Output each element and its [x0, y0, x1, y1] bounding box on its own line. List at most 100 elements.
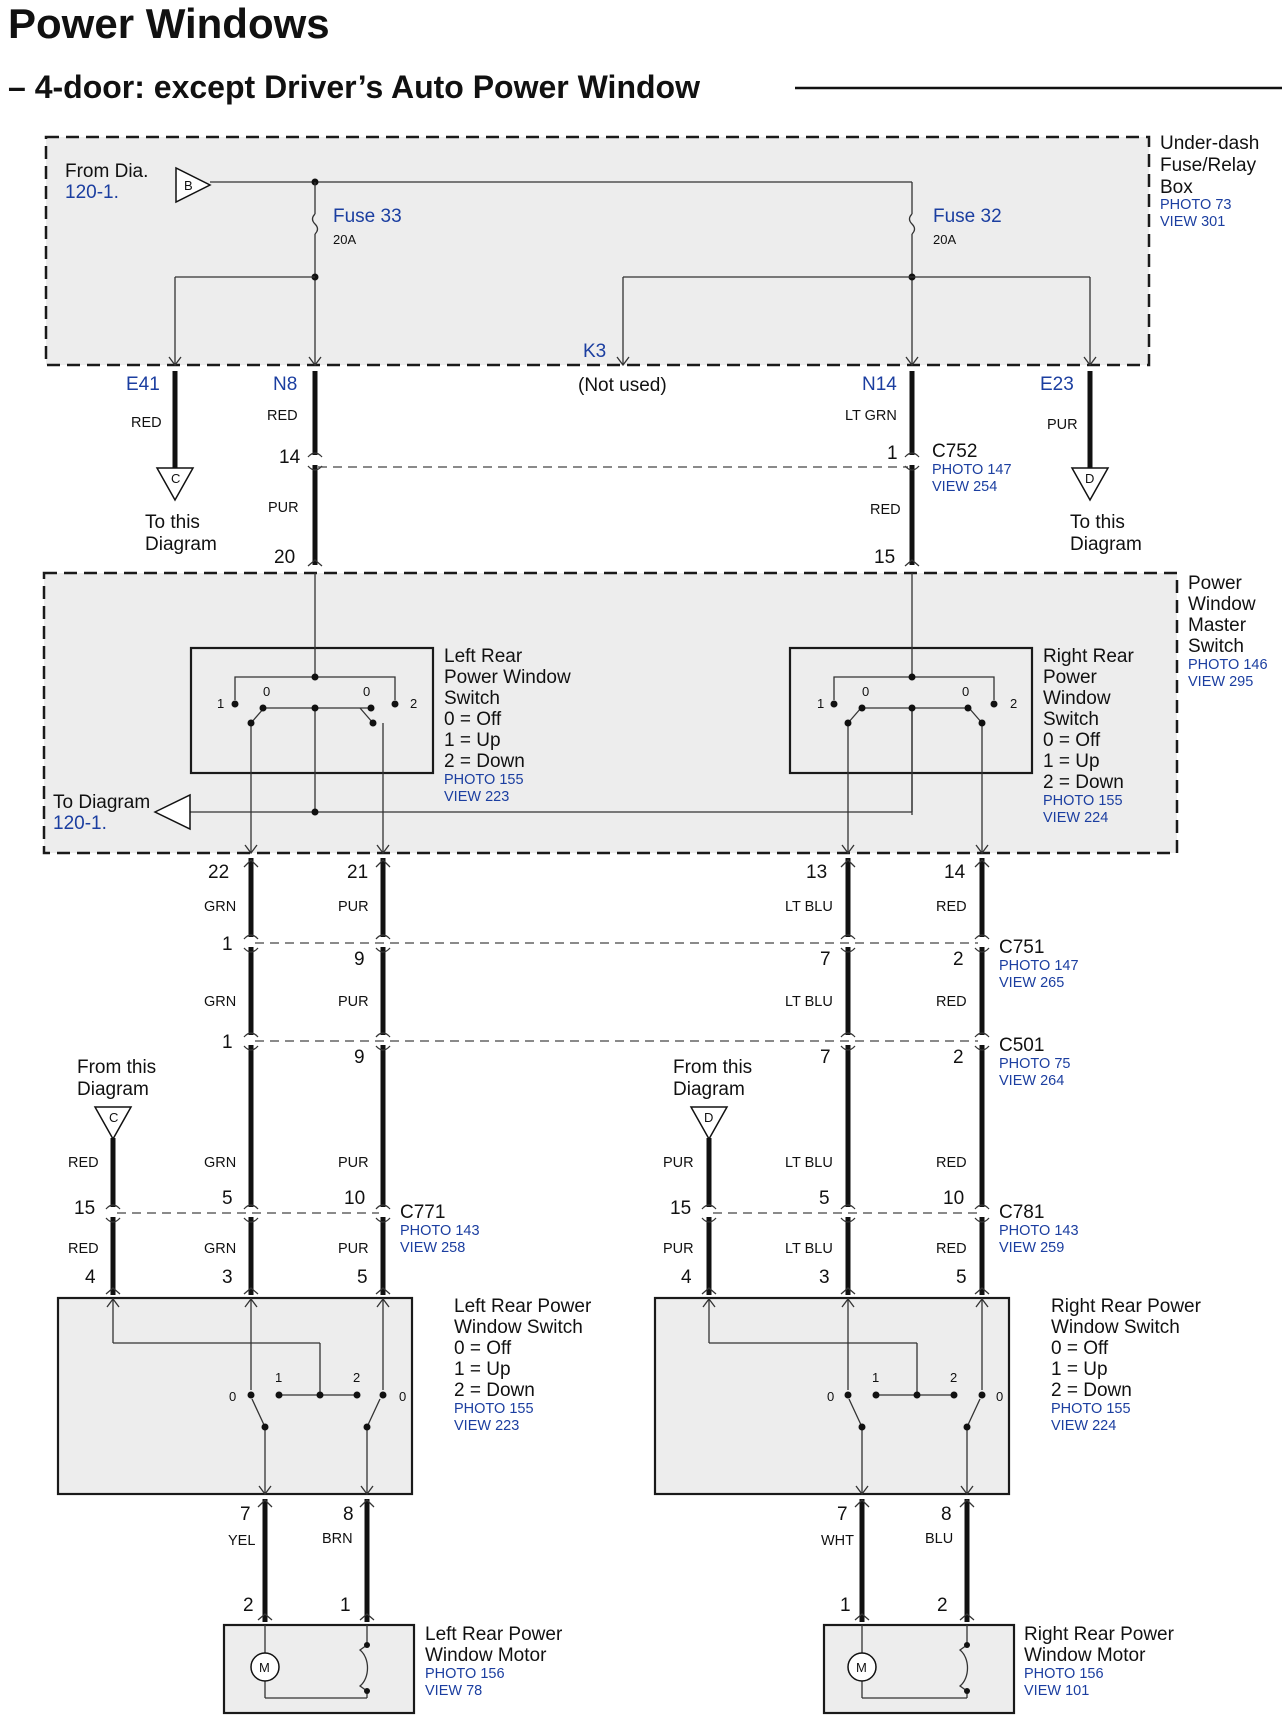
svg-text:Switch: Switch — [444, 688, 500, 709]
left-rear-switch-positions: 0 1 2 0 — [229, 1370, 406, 1404]
c751-pin-2: 2 — [953, 949, 964, 970]
svg-text:PHOTO 146: PHOTO 146 — [1188, 657, 1268, 673]
svg-text:Switch: Switch — [1188, 636, 1244, 657]
wire-n8-color: RED — [267, 408, 298, 424]
connector-b-label: B — [184, 178, 193, 193]
c771-label: C771 PHOTO 143 VIEW 258 — [400, 1202, 480, 1256]
svg-text:PHOTO 155: PHOTO 155 — [1051, 1401, 1131, 1417]
page-title: Power Windows — [8, 0, 330, 47]
fuse-box-label: Under-dash Fuse/Relay Box PHOTO 73 VIEW … — [1160, 133, 1259, 230]
svg-text:C751: C751 — [999, 937, 1044, 958]
terminal-k3: K3 — [583, 341, 606, 362]
wire-grn-3: GRN — [204, 1155, 236, 1171]
terminal-k3-not-used: (Not used) — [578, 375, 667, 396]
left-sw-pin-7: 7 — [240, 1504, 251, 1525]
fuse-33-rating: 20A — [333, 232, 356, 247]
svg-text:Window Motor: Window Motor — [1024, 1645, 1146, 1666]
left-motor-pin-2: 2 — [243, 1595, 254, 1616]
wire-e23-color: PUR — [1047, 417, 1078, 433]
wire-blu: BLU — [925, 1531, 953, 1547]
right-rear-switch-wiring — [702, 1297, 989, 1496]
wire-brn: BRN — [322, 1531, 353, 1547]
svg-text:VIEW 224: VIEW 224 — [1043, 810, 1108, 826]
connector-c-from-triangle — [93, 1106, 133, 1141]
left-rear-switch-wiring — [106, 1297, 390, 1496]
c752-label: C752 PHOTO 147 VIEW 254 — [932, 441, 1012, 495]
terminal-n14: N14 — [862, 374, 897, 395]
c501-pin-1: 1 — [222, 1032, 233, 1053]
connector-b-triangle — [175, 166, 212, 204]
wire-red-below-c752: RED — [870, 502, 901, 518]
svg-text:Window: Window — [1043, 688, 1111, 709]
svg-text:Right Rear: Right Rear — [1043, 646, 1134, 667]
svg-text:Window Switch: Window Switch — [1051, 1317, 1180, 1338]
c501-pin-2: 2 — [953, 1047, 964, 1068]
svg-text:PHOTO 147: PHOTO 147 — [999, 958, 1079, 974]
wire-ltblu-2: LT BLU — [785, 994, 833, 1010]
master-switch-dots — [231, 673, 998, 816]
svg-text:0 = Off: 0 = Off — [444, 709, 502, 730]
svg-text:Left Rear Power: Left Rear Power — [425, 1624, 563, 1645]
left-sw-pin-3: 3 — [222, 1267, 233, 1288]
page-subtitle: – 4-door: except Driver’s Auto Power Win… — [8, 69, 700, 105]
c751-pin-9: 9 — [354, 949, 365, 970]
svg-text:2: 2 — [1010, 696, 1017, 711]
svg-text:PHOTO 155: PHOTO 155 — [444, 772, 524, 788]
fuse-32-rating: 20A — [933, 232, 956, 247]
svg-text:1 = Up: 1 = Up — [1051, 1359, 1108, 1380]
wire-pur-d-above: PUR — [663, 1155, 694, 1171]
wires-lower — [257, 1499, 975, 1622]
svg-text:PHOTO 156: PHOTO 156 — [1024, 1666, 1104, 1682]
c771-pin-5: 5 — [222, 1188, 233, 1209]
left-sw-pin-4: 4 — [85, 1267, 96, 1288]
left-motor-wiring — [264, 1625, 370, 1699]
wire-grn-4: GRN — [204, 1241, 236, 1257]
svg-text:PHOTO 156: PHOTO 156 — [425, 1666, 505, 1682]
master-pin-15: 15 — [874, 547, 895, 568]
svg-text:0: 0 — [996, 1389, 1003, 1404]
svg-text:0: 0 — [229, 1389, 236, 1404]
from-dia-ref: 120-1. — [65, 182, 119, 203]
svg-text:2: 2 — [950, 1370, 957, 1385]
master-pin-13: 13 — [806, 862, 827, 883]
svg-text:1 = Up: 1 = Up — [454, 1359, 511, 1380]
terminal-e41: E41 — [126, 374, 160, 395]
svg-text:1: 1 — [275, 1370, 282, 1385]
svg-text:0: 0 — [363, 684, 370, 699]
wire-red-1: RED — [936, 899, 967, 915]
master-pin-21: 21 — [347, 862, 368, 883]
left-motor-pin-1: 1 — [340, 1595, 351, 1616]
svg-text:2 = Down: 2 = Down — [444, 751, 525, 772]
right-rear-switch-box — [653, 1296, 1011, 1496]
wire-ltblu-3: LT BLU — [785, 1155, 833, 1171]
wire-pur-2: PUR — [338, 994, 369, 1010]
from-this-diagram-d-1: From this — [673, 1057, 752, 1078]
fuse-box-wiring — [168, 178, 1097, 367]
left-motor-label: Left Rear Power Window Motor PHOTO 156 V… — [425, 1624, 563, 1699]
c781-pin-10: 10 — [943, 1188, 964, 1209]
wire-red-4: RED — [936, 1241, 967, 1257]
from-this-diagram-c-2: Diagram — [77, 1079, 149, 1100]
wire-wht: WHT — [821, 1533, 854, 1549]
svg-text:VIEW 301: VIEW 301 — [1160, 214, 1225, 230]
c752-pin-14: 14 — [279, 447, 301, 468]
svg-text:0: 0 — [263, 684, 270, 699]
from-dia-label: From Dia. — [65, 161, 148, 182]
svg-text:PHOTO 143: PHOTO 143 — [999, 1223, 1079, 1239]
wires-upper — [172, 371, 1093, 567]
wire-red-c-below: RED — [68, 1241, 99, 1257]
left-motor-symbol — [250, 1652, 280, 1682]
to-diagram-label: To Diagram — [53, 792, 150, 813]
c752-pin-1: 1 — [887, 443, 898, 464]
fuse-relay-box — [44, 135, 1151, 367]
right-sw-pin-7: 7 — [837, 1504, 848, 1525]
svg-text:0: 0 — [827, 1389, 834, 1404]
right-sw-pin-4: 4 — [681, 1267, 692, 1288]
master-left-rear-switch-box — [189, 646, 435, 775]
wire-red-2: RED — [936, 994, 967, 1010]
c751-label: C751 PHOTO 147 VIEW 265 — [999, 937, 1079, 991]
master-pin-14: 14 — [944, 862, 966, 883]
svg-text:0 = Off: 0 = Off — [1051, 1338, 1109, 1359]
svg-text:PHOTO 73: PHOTO 73 — [1160, 197, 1231, 213]
